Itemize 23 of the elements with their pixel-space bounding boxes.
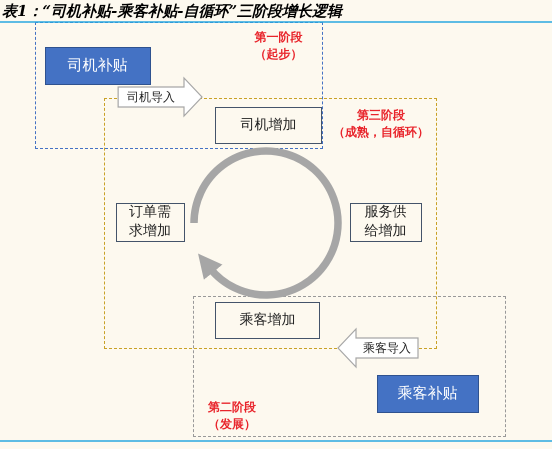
edge-label: 司机导入 — [126, 91, 176, 103]
box-label: 乘客补贴 — [398, 384, 458, 403]
stage-heading: 第三阶段 — [356, 107, 406, 124]
subsidy-box — [376, 374, 478, 412]
process-box — [116, 202, 184, 242]
process-box — [215, 302, 320, 339]
edge-label: 乘客导入 — [362, 342, 412, 354]
stage-note: （成熟，自循环） — [332, 124, 430, 141]
stage-heading: 第二阶段 — [207, 399, 257, 416]
stage-note: （发展） — [207, 416, 257, 433]
stage-note: （起步） — [254, 46, 304, 63]
block-arrow — [118, 76, 203, 118]
process-box — [215, 107, 322, 144]
subsidy-box — [44, 46, 150, 84]
stage-heading: 第一阶段 — [254, 29, 304, 46]
box-label: 乘客增加 — [240, 311, 296, 330]
box-label: 司机增加 — [240, 116, 296, 135]
box-label: 服务供给增加 — [363, 203, 408, 241]
box-label: 订单需求增加 — [128, 203, 172, 241]
process-box — [350, 202, 422, 242]
block-arrow — [337, 328, 419, 368]
figure-title: 表1：“司机补贴-乘客补贴-自循环”三阶段增长逻辑 — [2, 2, 342, 21]
box-label: 司机补贴 — [68, 56, 128, 75]
